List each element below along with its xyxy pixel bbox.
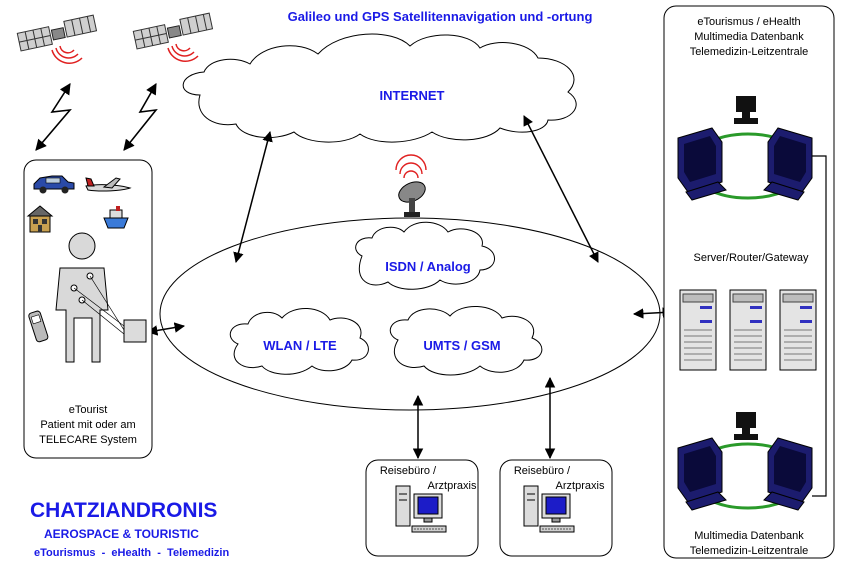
brand-tagline: eTourismus - eHealth - Telemedizin xyxy=(34,547,229,559)
link-arrow xyxy=(523,115,599,263)
phone-icon xyxy=(28,310,49,343)
airplane-icon xyxy=(85,177,132,192)
office-2-line2: Arztpraxis xyxy=(556,480,605,492)
brand-subtitle: AEROSPACE & TOURISTIC xyxy=(44,527,199,541)
radio-link-arrow xyxy=(35,83,72,151)
control-center-line1: eTourismus / eHealth xyxy=(697,16,800,28)
brand-name: CHATZIANDRONIS xyxy=(30,499,217,522)
wlan-cloud xyxy=(229,308,369,375)
server-icon xyxy=(729,289,767,371)
satellite-icon xyxy=(16,14,99,64)
internet-label: INTERNET xyxy=(380,88,445,103)
control-center-bottom-line1: Multimedia Datenbank xyxy=(694,530,804,542)
control-center-line3: Telemedizin-Leitzentrale xyxy=(690,46,809,58)
server-label: Server/Router/Gateway xyxy=(694,252,809,264)
page-title: Galileo und GPS Satellitennavigation und… xyxy=(288,9,593,24)
etourist-line2: Patient mit oder am xyxy=(40,419,135,431)
wlan-label: WLAN / LTE xyxy=(263,338,337,353)
house-icon xyxy=(26,205,54,233)
office-2-line1: Reisebüro / xyxy=(514,465,571,477)
ship-icon xyxy=(103,206,129,229)
telecare-box xyxy=(123,319,147,343)
backbone-line xyxy=(812,155,827,497)
etourist-line3: TELECARE System xyxy=(39,434,137,446)
link-arrow xyxy=(233,130,273,264)
terminal-icon xyxy=(734,96,758,124)
control-center-bottom-line2: Telemedizin-Leitzentrale xyxy=(690,545,809,557)
radio-link-arrow xyxy=(123,83,158,151)
server-icon xyxy=(779,289,817,371)
internet-cloud xyxy=(182,33,577,143)
satellite-dish-icon xyxy=(395,154,427,217)
umts-label: UMTS / GSM xyxy=(423,338,500,353)
etourist-title: eTourist xyxy=(69,404,108,416)
isdn-cloud xyxy=(355,221,495,290)
server-icon xyxy=(679,289,717,371)
terminal-icon xyxy=(734,412,758,440)
control-center-line2: Multimedia Datenbank xyxy=(694,31,804,43)
office-1-line2: Arztpraxis xyxy=(428,480,477,492)
person-icon xyxy=(55,232,125,363)
umts-cloud xyxy=(389,305,543,376)
office-1-line1: Reisebüro / xyxy=(380,465,437,477)
link-arrow xyxy=(146,322,186,336)
isdn-label: ISDN / Analog xyxy=(385,259,471,274)
satellite-icon xyxy=(132,12,215,62)
car-icon xyxy=(33,175,75,194)
